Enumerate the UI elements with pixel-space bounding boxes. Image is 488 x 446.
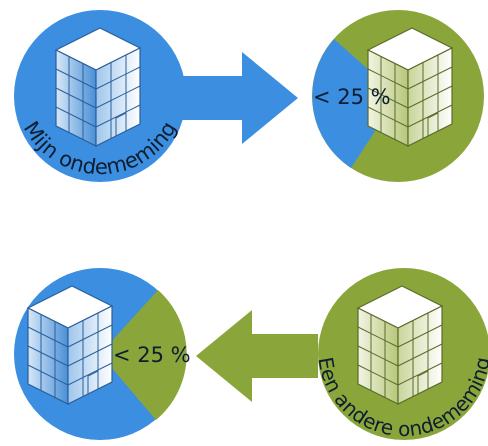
- percentage-label-bottom: < 25 %: [113, 343, 191, 367]
- percentage-label-top: < 25 %: [313, 85, 391, 109]
- my-company-circle-bottom: < 25 %: [14, 268, 191, 440]
- arrow-right-icon: [174, 52, 298, 144]
- building-icon: [366, 27, 454, 147]
- my-company-circle: Mijn ondememing: [14, 10, 186, 182]
- building-icon: [54, 27, 142, 147]
- owned-company-circle: < 25 %: [312, 10, 484, 182]
- building-icon: [26, 285, 114, 405]
- arrow-left-icon: [196, 310, 318, 402]
- other-company-circle: Een andere ondememing: [313, 268, 488, 441]
- building-icon: [356, 285, 444, 405]
